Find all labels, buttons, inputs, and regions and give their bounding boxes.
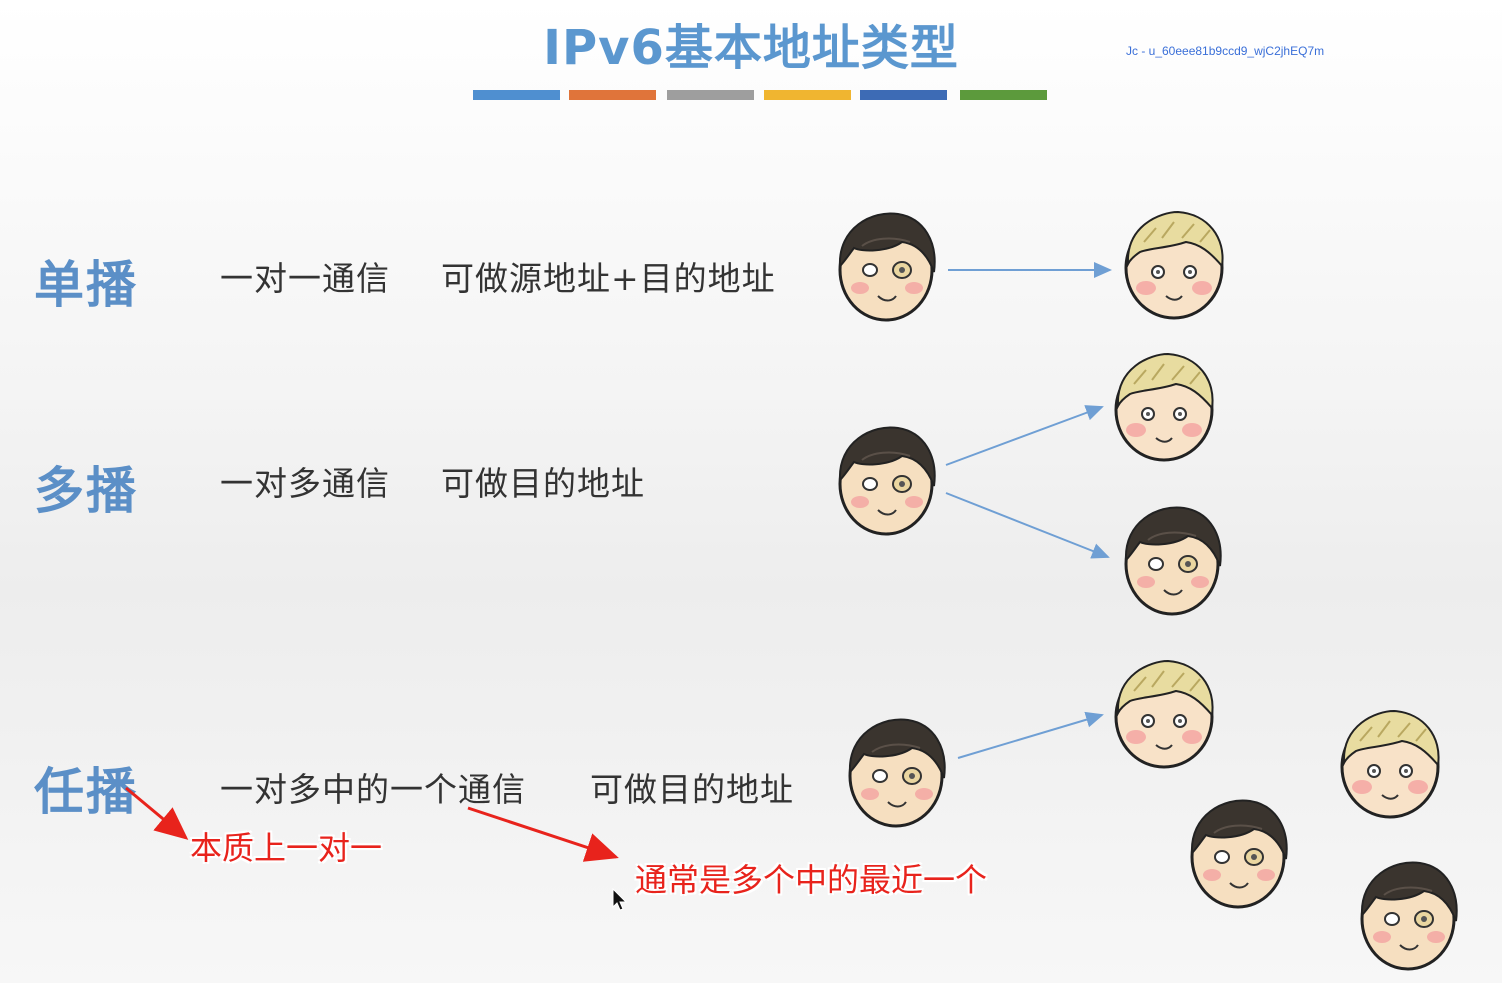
blond-face-icon: [1124, 210, 1225, 320]
unicast-usage: 可做源地址+目的地址: [441, 259, 776, 298]
dark-haired-face-icon: [1360, 860, 1459, 971]
annotation-essence: 本质上一对一: [190, 829, 383, 867]
anycast-label: 任播: [34, 762, 138, 821]
accent-bar-darkblue: [860, 90, 947, 100]
accent-bar-orange: [569, 90, 656, 100]
multicast-label: 多播: [34, 461, 138, 520]
unicast-description: 一对一通信: [220, 259, 390, 298]
blond-face-icon: [1114, 352, 1215, 462]
mouse-cursor-icon: [612, 888, 628, 911]
blond-face-icon: [1340, 709, 1441, 819]
accent-bar-green: [960, 90, 1047, 100]
unicast-label: 单播: [34, 255, 138, 314]
accent-bar-blue: [473, 90, 560, 100]
anycast-description: 一对多中的一个通信: [220, 770, 526, 809]
red-arrow-1: [125, 786, 189, 840]
dark-haired-face-icon: [848, 717, 947, 828]
dark-haired-face-icon: [838, 211, 937, 322]
watermark: Jc - u_60eee81b9ccd9_wjC2jhEQ7m: [1126, 44, 1325, 58]
multicast-arrow-up: [945, 405, 1104, 466]
anycast-arrow: [957, 711, 1104, 759]
multicast-description: 一对多通信: [220, 464, 390, 503]
page-title: IPv6基本地址类型: [543, 20, 959, 76]
multicast-arrow-down: [945, 492, 1110, 559]
multicast-usage: 可做目的地址: [441, 464, 645, 503]
accent-bar-gray: [667, 90, 754, 100]
blond-face-icon: [1114, 659, 1215, 769]
dark-haired-face-icon: [1190, 798, 1289, 909]
accent-bar-yellow: [764, 90, 851, 100]
annotation-nearest: 通常是多个中的最近一个: [635, 861, 988, 899]
red-arrow-2: [467, 806, 619, 862]
dark-haired-face-icon: [838, 425, 937, 536]
anycast-usage: 可做目的地址: [590, 770, 794, 809]
dark-haired-face-icon: [1124, 505, 1223, 616]
